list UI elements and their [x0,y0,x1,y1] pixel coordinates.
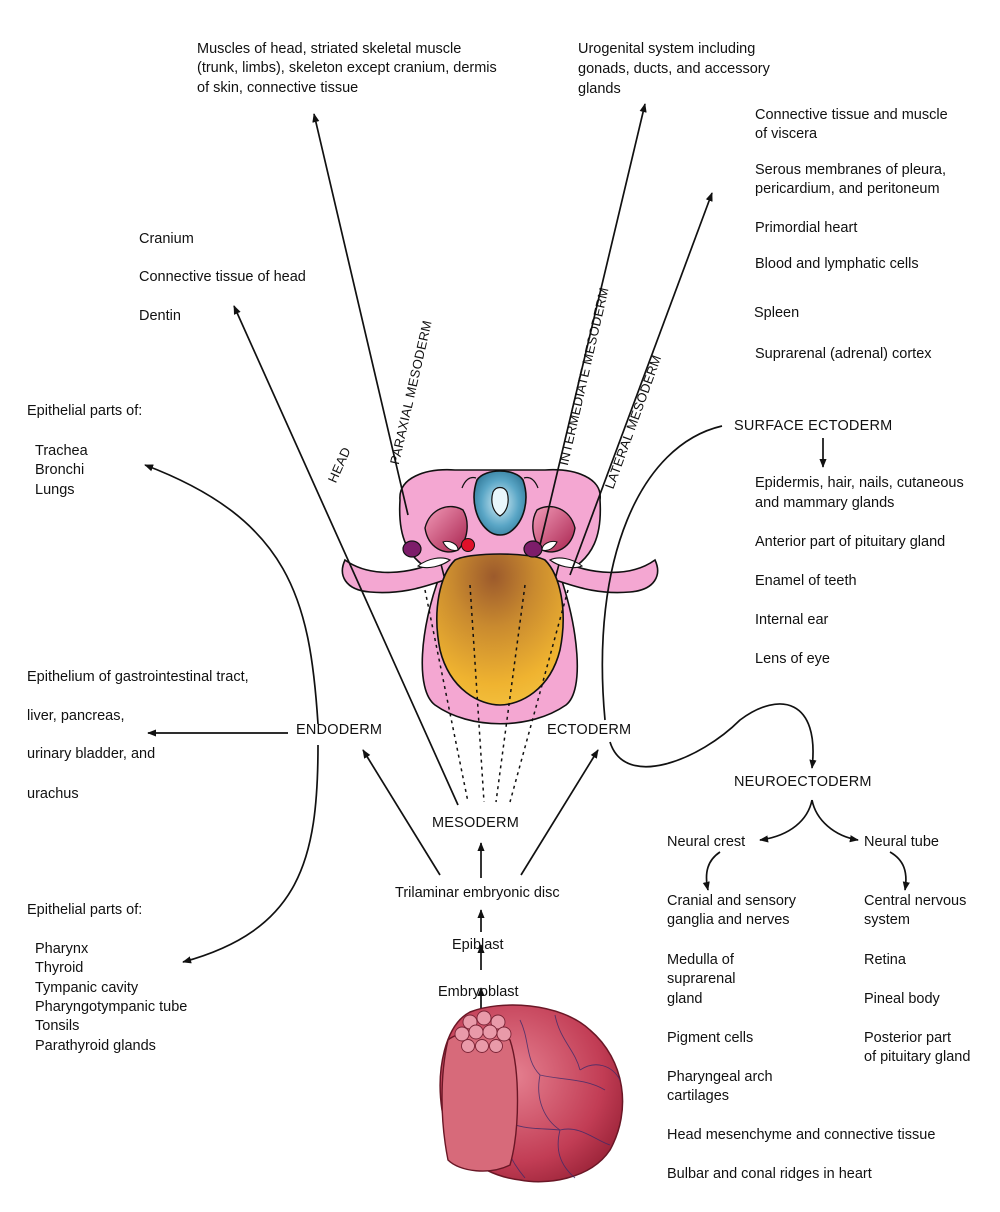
derivative-text: pericardium, and peritoneum [755,181,940,197]
derivative-text: Anterior part of pituitary gland [755,534,946,550]
arrow-intermediate [539,103,647,546]
derivative-text: and mammary glands [755,495,895,511]
derivative-text: Bulbar and conal ridges in heart [667,1166,872,1182]
mesoderm-dotted-lines [424,584,569,803]
arrow-endoderm-up [144,464,319,725]
derivative-text: Connective tissue and muscle [755,107,948,123]
arrow-disc-to-endoderm [362,749,441,876]
derivative-text: Tympanic cavity [35,980,139,996]
derivative-text: suprarenal [667,971,736,987]
derivative-text: Epidermis, hair, nails, cutaneous [755,475,964,491]
arrow-endoderm-down [182,744,319,964]
derivative-heading: Epithelial parts of: [27,403,143,419]
derivative-text: Spleen [754,305,800,321]
derivative-text: Retina [864,952,906,968]
blastocyst [439,1004,624,1183]
derivative-text: Posterior part [864,1030,952,1046]
epiblast-label: Epiblast [452,937,504,953]
derivative-text: Tonsils [35,1018,80,1034]
embryoblast-label: Embryoblast [438,984,519,1000]
blastocyst-cavity [441,1031,519,1172]
notochord [461,538,475,552]
derivative-text: Enamel of teeth [755,573,857,589]
embryo-cross-section [341,468,659,725]
trilaminar-disc-label: Trilaminar embryonic disc [395,885,560,901]
arrow-paraxial [312,113,409,516]
derivative-text: Dentin [139,308,181,324]
derivative-text: cartilages [667,1088,730,1104]
derivative-text: (trunk, limbs), skeleton except cranium,… [197,60,497,76]
derivative-text: Trachea [35,443,88,459]
derivative-text: Lens of eye [755,651,830,667]
derivative-text: ganglia and nerves [667,912,790,928]
derivative-text: of pituitary gland [864,1049,971,1065]
neural-crest-title: Neural crest [667,834,746,850]
derivative-text: Urogenital system including [578,41,756,57]
mesoderm-label: MESODERM [432,815,519,831]
left-body-fold [341,558,446,594]
derivative-text: of viscera [755,126,818,142]
derivative-text: system [864,912,910,928]
left-somite [424,505,468,553]
derivative-text: Muscles of head, striated skeletal muscl… [197,41,462,57]
arrow-disc-to-ectoderm [520,749,599,876]
right-body-fold [554,558,659,594]
derivative-text: Parathyroid glands [35,1038,156,1054]
arrow-lateral [569,192,713,576]
right-somite [532,505,576,553]
derivative-text: glands [578,81,621,97]
derivative-text: Pineal body [864,991,940,1007]
line-ectoderm-to-surface [601,425,723,721]
endoderm-label: ENDODERM [296,722,383,738]
inner-cell-mass [454,1010,512,1053]
derivative-text: liver, pancreas, [27,708,125,724]
derivative-text: Cranium [139,231,194,247]
ectoderm-label: ECTODERM [547,722,632,738]
derivative-text: Medulla of [667,952,734,968]
neural-canal [491,486,509,517]
derivative-text: Pharyngotympanic tube [35,999,188,1015]
arrows [144,103,910,1010]
derivative-text: Pharyngeal arch [667,1069,773,1085]
right-intermediate-mesoderm [523,540,543,558]
derivative-text: urinary bladder, and [27,746,156,762]
derivative-text: gonads, ducts, and accessory [578,61,770,77]
derivative-text: Bronchi [35,462,85,478]
derivative-text: gland [667,991,703,1007]
arrow-neural-tube-down [889,851,910,891]
left-intermediate-mesoderm [402,540,422,558]
derivative-text: Central nervous [864,893,967,909]
derivative-text: of skin, connective tissue [197,80,359,96]
derivative-text: Lungs [35,482,75,498]
arrow-to-neural-crest [759,799,813,843]
arrow-ectoderm-to-neuroectoderm [609,703,817,769]
derivative-text: urachus [27,786,79,802]
derivative-text: Cranial and sensory [667,893,796,909]
derivative-text: Pharynx [35,941,89,957]
derivative-text: Internal ear [755,612,829,628]
derivative-text: Blood and lymphatic cells [755,256,919,272]
derivative-text: Serous membranes of pleura, [755,162,947,178]
derivative-text: Epithelium of gastrointestinal tract, [27,669,249,685]
yolk-sac [436,553,564,706]
derivative-text: Connective tissue of head [139,269,306,285]
surface-ectoderm-label: SURFACE ECTODERM [734,418,893,434]
neural-tube-title: Neural tube [864,834,939,850]
derivative-text: Primordial heart [755,220,858,236]
derivative-text: Head mesenchyme and connective tissue [667,1127,936,1143]
derivative-text: Thyroid [35,960,84,976]
derivative-text: Suprarenal (adrenal) cortex [755,346,932,362]
derivative-heading: Epithelial parts of: [27,902,143,918]
arrow-head [233,305,459,806]
arrow-to-neural-tube [811,799,859,843]
neuroectoderm-label: NEUROECTODERM [734,774,872,790]
arrow-neural-crest-down [702,851,721,891]
derivative-text: Pigment cells [667,1030,754,1046]
